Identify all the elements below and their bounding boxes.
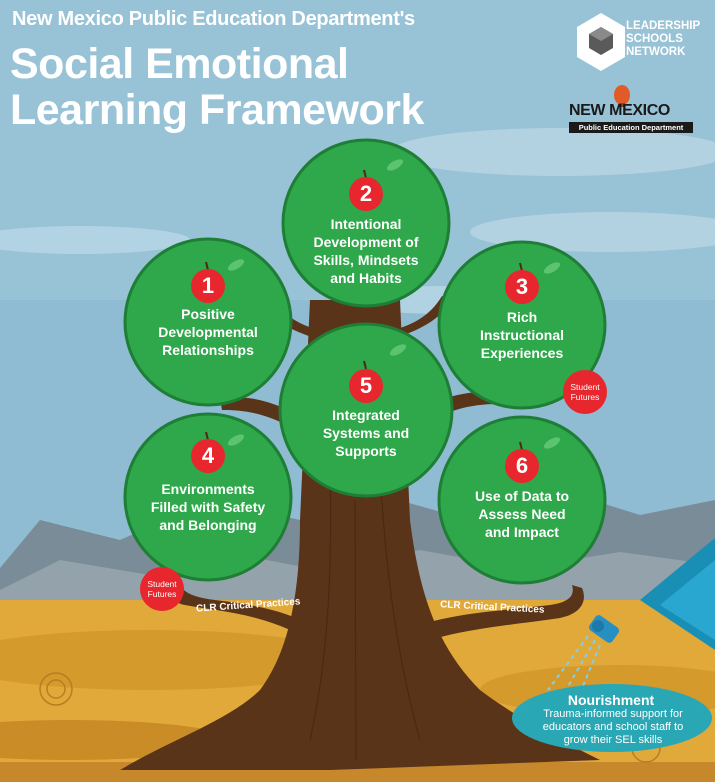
circle-label-5: Integrated Systems and Supports (296, 406, 436, 460)
header-subtitle: New Mexico Public Education Department's (12, 8, 415, 31)
apple-number-1: 1 (191, 269, 225, 303)
apple-number-5: 5 (349, 369, 383, 403)
lsn-line3: NETWORK (626, 46, 700, 59)
apple-number-2: 2 (349, 177, 383, 211)
circle-label-1: Positive Developmental Relationships (138, 305, 278, 359)
apple-number-4: 4 (191, 439, 225, 473)
apple-number-3: 3 (505, 270, 539, 304)
circle-label-2: Intentional Development of Skills, Minds… (296, 215, 436, 287)
circle-label-3: Rich Instructional Experiences (452, 308, 592, 362)
circle-label-6: Use of Data to Assess Need and Impact (450, 487, 594, 541)
lsn-line2: SCHOOLS (626, 33, 700, 46)
nourishment-title: Nourishment (516, 692, 706, 708)
header-title-line2: Learning Framework (10, 86, 424, 134)
header-title-line1: Social Emotional (10, 40, 348, 88)
nm-logo-title: NEW MEXICO (569, 102, 670, 120)
circle-label-4: Environments Filled with Safety and Belo… (133, 480, 283, 534)
nm-ped-logo: NEW MEXICO Public Education Department (565, 100, 697, 136)
nourishment-description: Trauma-informed support for educators an… (520, 708, 706, 747)
apple-number-6: 6 (505, 449, 539, 483)
nm-logo-subtitle: Public Education Department (569, 122, 693, 133)
lsn-line1: LEADERSHIP (626, 20, 700, 33)
lsn-logo-text: LEADERSHIP SCHOOLS NETWORK (626, 20, 700, 59)
